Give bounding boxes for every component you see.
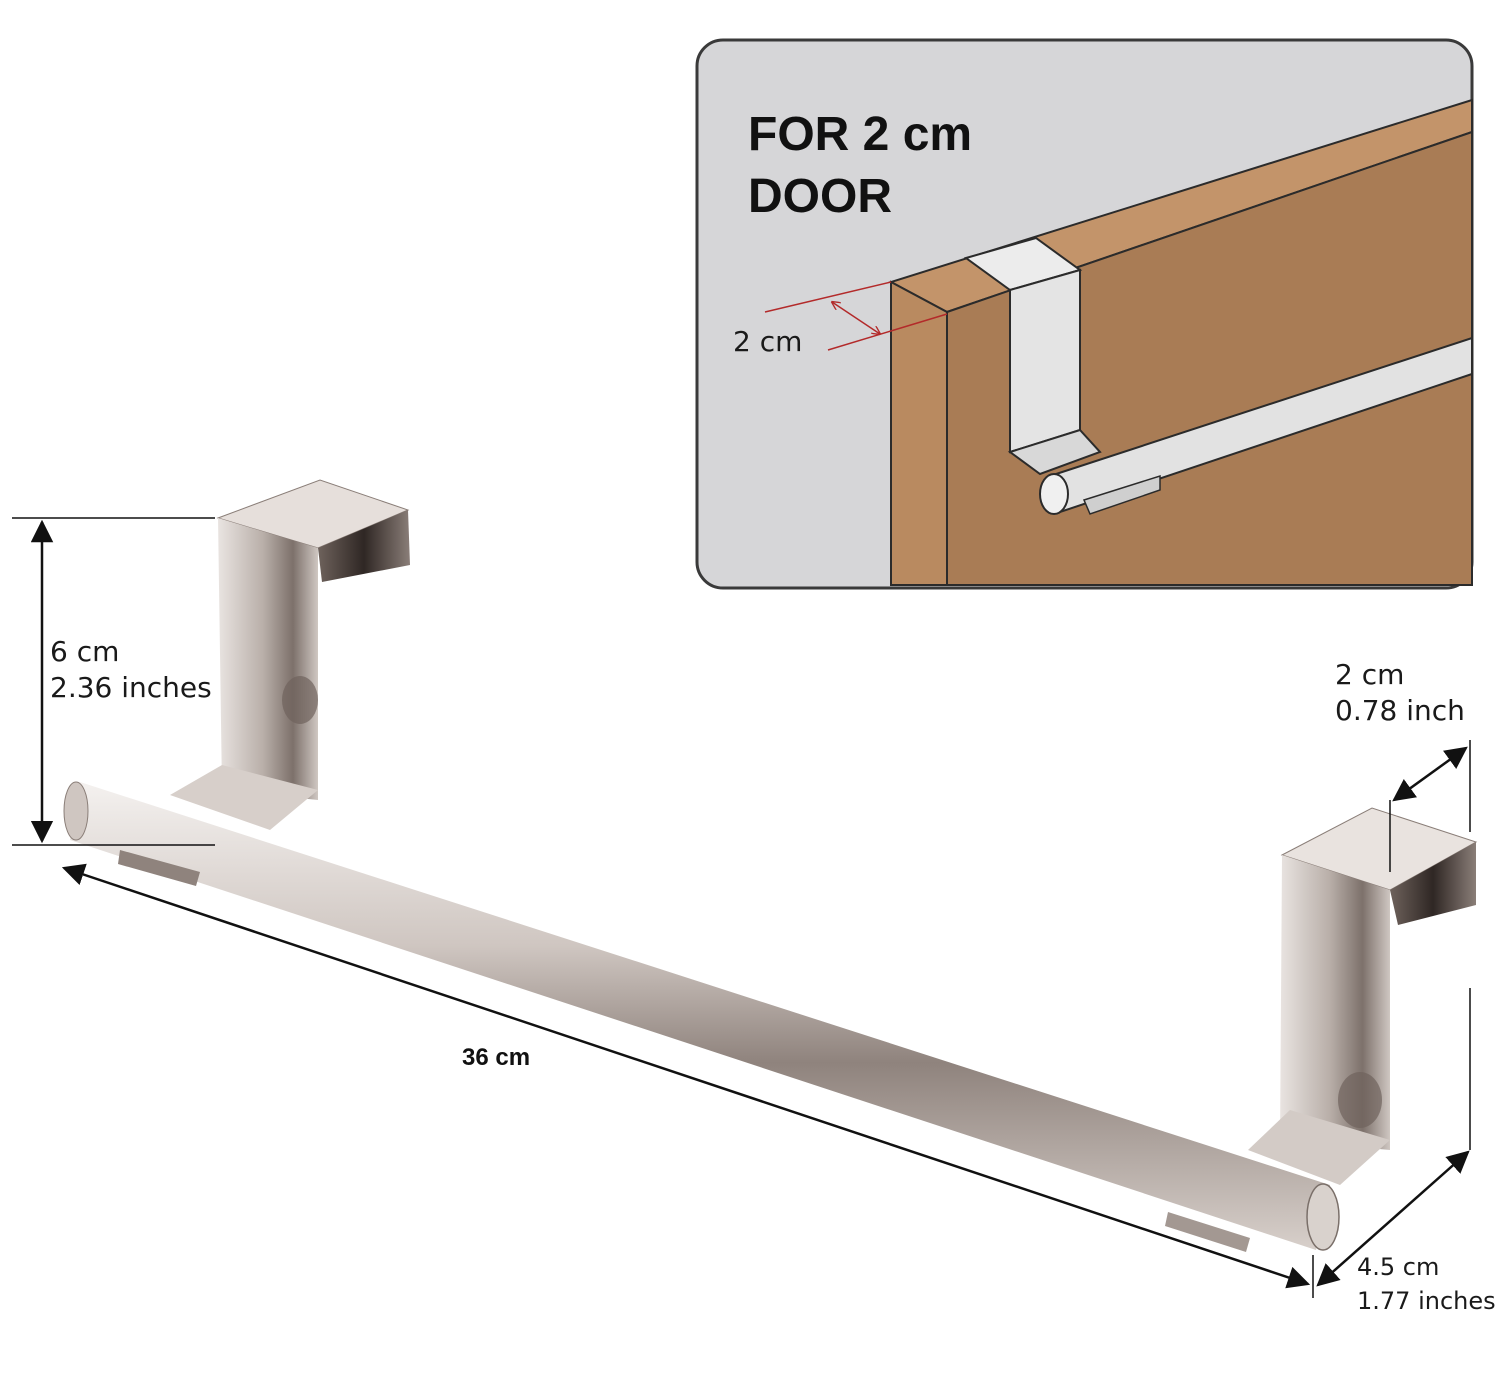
gap-arrow <box>1392 746 1468 802</box>
inset-rail <box>1039 336 1473 515</box>
hook-gap-imperial: 0.78 inch <box>1335 694 1465 727</box>
inset-title: FOR 2 cm DOOR <box>748 104 972 228</box>
inset-title-line2: DOOR <box>748 170 892 223</box>
length-arrow <box>61 863 1311 1289</box>
inset-thickness-label: 2 cm <box>733 325 803 358</box>
height-imperial: 2.36 inches <box>50 671 212 704</box>
depth-label: 4.5 cm 1.77 inches <box>1357 1250 1496 1318</box>
hook-gap-label: 2 cm 0.78 inch <box>1335 657 1465 729</box>
depth-imperial: 1.77 inches <box>1357 1287 1496 1315</box>
towel-bar-product <box>63 479 1478 1252</box>
right-hook <box>1248 807 1478 1185</box>
height-metric: 6 cm <box>50 635 120 668</box>
main-rail <box>63 781 1340 1252</box>
left-hook <box>170 479 410 830</box>
door-edge <box>890 280 948 586</box>
depth-arrow <box>1316 1150 1470 1287</box>
length-label: 36 cm <box>462 1044 531 1071</box>
thickness-indicator <box>764 281 948 351</box>
height-label: 6 cm 2.36 inches <box>50 634 212 706</box>
depth-metric: 4.5 cm <box>1357 1253 1440 1281</box>
hook-gap-metric: 2 cm <box>1335 658 1405 691</box>
inset-hook <box>963 236 1102 476</box>
inset-title-line1: FOR 2 cm <box>748 108 973 161</box>
dimension-lines <box>12 517 1471 1298</box>
inset-panel <box>695 38 1474 590</box>
